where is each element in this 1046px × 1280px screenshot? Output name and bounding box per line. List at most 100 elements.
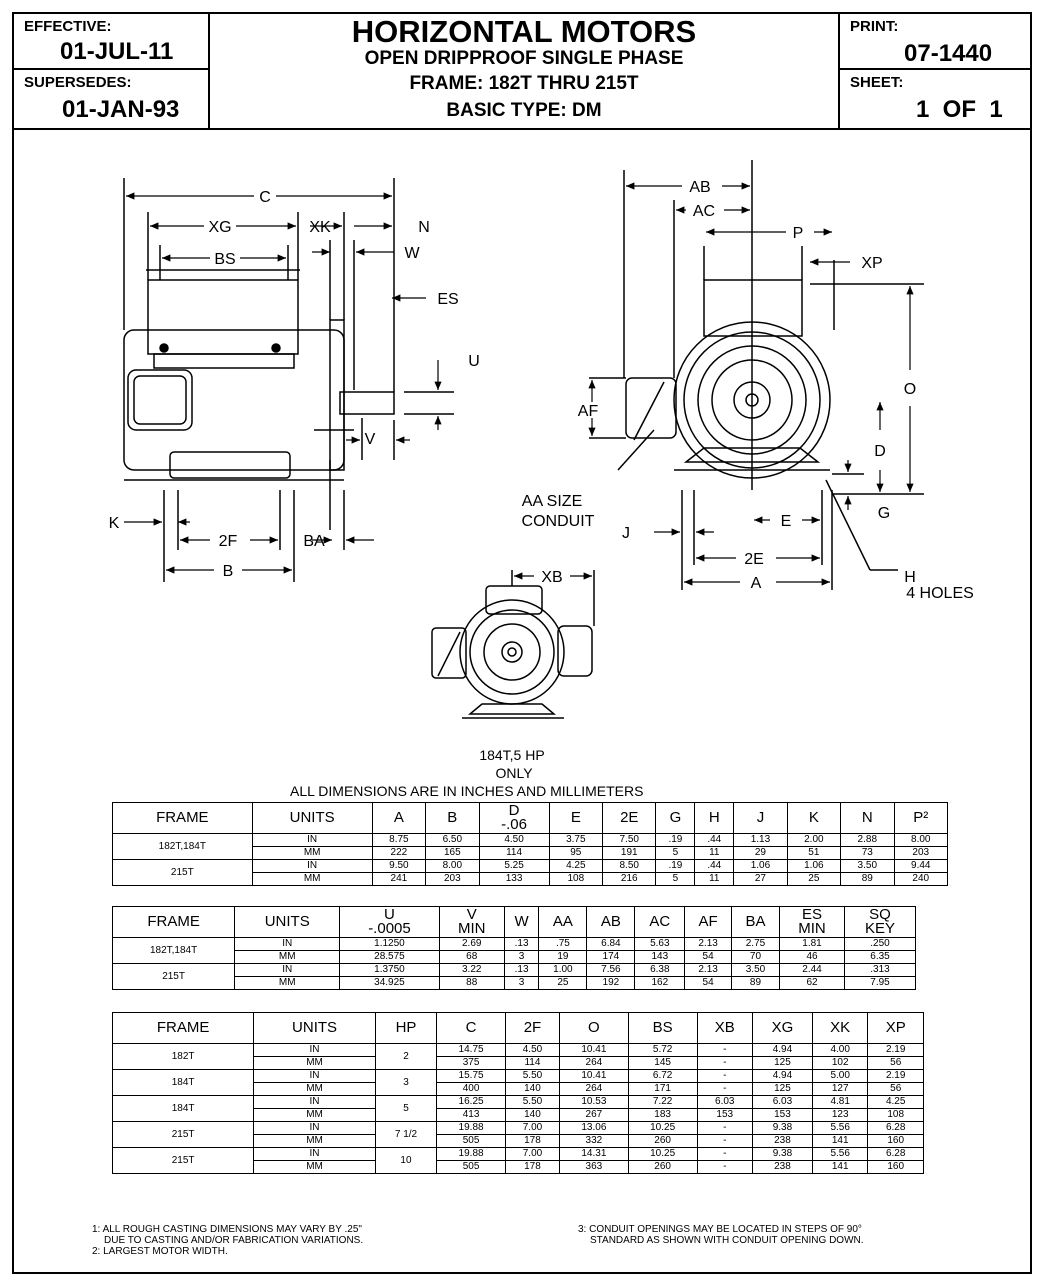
t3-mm-4-6: 141	[811, 1160, 869, 1174]
t1-units-in-1: IN	[251, 859, 373, 873]
t1-header-12: P²	[893, 802, 948, 834]
t1-mm-0-6: 11	[694, 846, 735, 860]
t3-mm-3-7: 160	[867, 1134, 924, 1148]
t2-mm-1-1: 88	[438, 976, 505, 990]
t3-in-3-1: 7.00	[504, 1121, 561, 1135]
t2-units-in-0: IN	[234, 937, 341, 951]
doc-subtitle-2: FRAME: 182T THRU 215T	[409, 73, 639, 94]
supersedes-date: 01-JAN-93	[62, 96, 180, 123]
label-k: K	[109, 515, 120, 532]
t1-mm-1-9: 89	[840, 872, 895, 886]
t3-mm-0-6: 102	[811, 1056, 869, 1070]
t3-in-4-4: -	[696, 1147, 753, 1161]
t3-mm-2-3: 183	[627, 1108, 698, 1122]
t3-units-mm-1: MM	[253, 1082, 376, 1096]
t3-units-mm-0: MM	[253, 1056, 376, 1070]
t2-mm-0-8: 46	[778, 950, 846, 964]
t1-in-1-4: 8.50	[602, 859, 657, 873]
t1-mm-0-7: 29	[733, 846, 788, 860]
t3-in-0-7: 2.19	[867, 1043, 924, 1057]
t3-mm-4-4: -	[696, 1160, 753, 1174]
t2-header-7: AC	[634, 906, 686, 938]
t1-in-0-3: 3.75	[548, 833, 604, 847]
t3-in-3-4: -	[696, 1121, 753, 1135]
t3-in-1-7: 2.19	[867, 1069, 924, 1083]
t3-mm-1-1: 140	[504, 1082, 561, 1096]
t1-in-1-9: 3.50	[840, 859, 895, 873]
t2-header-1: UNITS	[234, 906, 341, 938]
t3-header-4: 2F	[504, 1012, 561, 1044]
t3-in-3-7: 6.28	[867, 1121, 924, 1135]
print-box: PRINT: 07-1440	[838, 14, 1030, 70]
t3-header-2: HP	[374, 1012, 438, 1044]
t3-header-6: BS	[627, 1012, 698, 1044]
label-2e: 2E	[744, 551, 764, 568]
t1-header-10: K	[786, 802, 842, 834]
t1-mm-1-2: 133	[478, 872, 550, 886]
t3-mm-1-6: 127	[811, 1082, 869, 1096]
t1-mm-0-9: 73	[840, 846, 895, 860]
t1-mm-0-0: 222	[371, 846, 427, 860]
label-xg: XG	[208, 219, 231, 236]
t3-frame-1: 184T	[111, 1069, 255, 1096]
label-4-holes: 4 HOLES	[906, 585, 974, 602]
t3-header-10: XP	[867, 1012, 924, 1044]
t1-in-1-8: 1.06	[786, 859, 842, 873]
t3-mm-4-1: 178	[504, 1160, 561, 1174]
t2-mm-1-2: 3	[503, 976, 540, 990]
t2-mm-1-6: 54	[684, 976, 732, 990]
label-a: A	[751, 575, 762, 592]
t2-units-mm-0: MM	[234, 950, 341, 964]
t1-in-1-3: 4.25	[548, 859, 604, 873]
t3-mm-1-2: 264	[559, 1082, 629, 1096]
t2-in-0-3: .75	[538, 937, 588, 951]
t2-in-0-8: 1.81	[778, 937, 846, 951]
t1-in-1-0: 9.50	[371, 859, 427, 873]
label-aa-size: AA SIZE	[522, 493, 582, 510]
t3-hp-1: 3	[374, 1069, 438, 1096]
t1-spacer	[98, 802, 113, 886]
label-xb: XB	[541, 569, 562, 586]
t1-in-0-5: .19	[655, 833, 696, 847]
t1-header-2: A	[371, 802, 427, 834]
label-u: U	[468, 353, 480, 370]
t2-mm-0-6: 54	[684, 950, 732, 964]
t3-in-3-0: 19.88	[436, 1121, 506, 1135]
t1-in-0-4: 7.50	[602, 833, 657, 847]
t2-header-3: V MIN	[438, 906, 505, 938]
t3-units-mm-4: MM	[253, 1160, 376, 1174]
note-1a: 1: ALL ROUGH CASTING DIMENSIONS MAY VARY…	[92, 1224, 362, 1235]
t1-header-0: FRAME	[112, 802, 253, 834]
t3-mm-1-7: 56	[867, 1082, 924, 1096]
t3-in-3-2: 13.06	[559, 1121, 629, 1135]
t3-in-3-5: 9.38	[752, 1121, 813, 1135]
t1-mm-1-7: 27	[733, 872, 788, 886]
label-j: J	[622, 525, 630, 542]
t3-spacer	[98, 1012, 113, 1174]
label-2f: 2F	[219, 533, 238, 550]
t2-mm-1-5: 162	[634, 976, 686, 990]
t3-mm-2-1: 140	[504, 1108, 561, 1122]
t3-units-in-1: IN	[253, 1069, 376, 1083]
t1-mm-0-3: 95	[548, 846, 604, 860]
t3-header-8: XG	[752, 1012, 813, 1044]
t3-mm-0-1: 114	[504, 1056, 561, 1070]
label-b: B	[223, 563, 234, 580]
t1-in-0-9: 2.88	[840, 833, 895, 847]
t3-in-0-6: 4.00	[811, 1043, 869, 1057]
t3-in-3-3: 10.25	[627, 1121, 698, 1135]
t1-units-mm-1: MM	[251, 872, 373, 886]
t2-units-mm-1: MM	[234, 976, 341, 990]
note-3a: 3: CONDUIT OPENINGS MAY BE LOCATED IN ST…	[578, 1224, 862, 1235]
t2-in-1-4: 7.56	[586, 963, 636, 977]
t3-mm-1-5: 125	[752, 1082, 813, 1096]
t1-in-1-7: 1.06	[733, 859, 788, 873]
label-184t-5hp: 184T,5 HP	[479, 747, 544, 763]
t3-mm-4-3: 260	[627, 1160, 698, 1174]
